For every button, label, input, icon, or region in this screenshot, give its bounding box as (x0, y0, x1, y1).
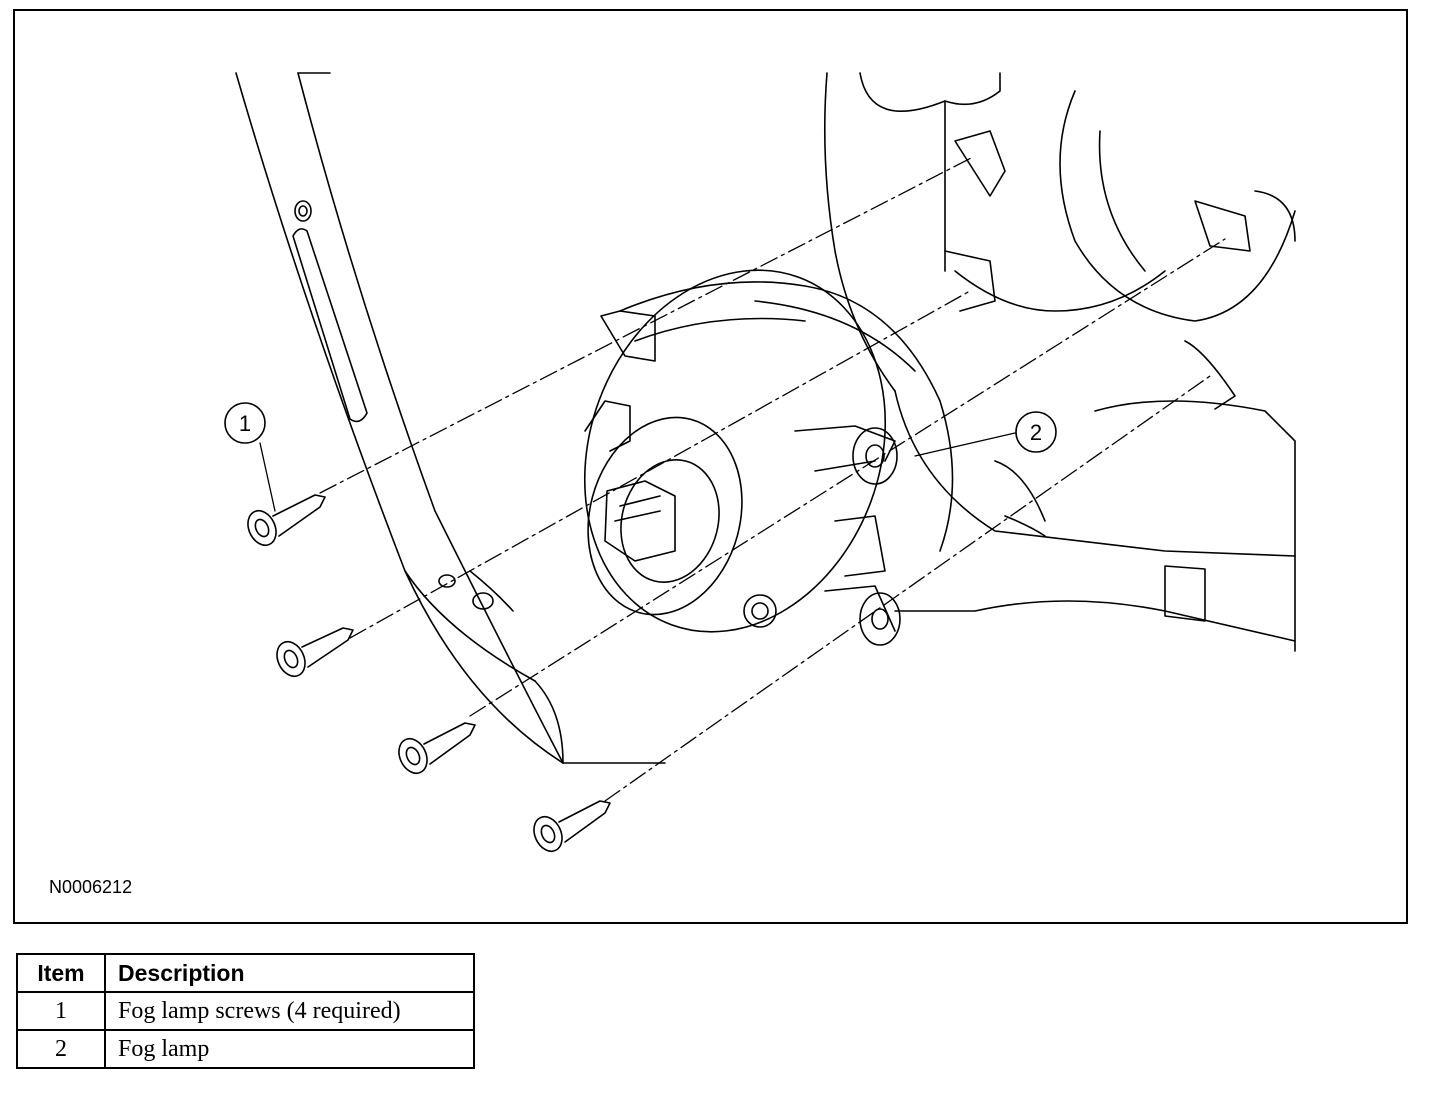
screw-1 (247, 494, 326, 547)
bumper-fascia (235, 72, 666, 764)
legend-item-number: 1 (16, 991, 106, 1031)
callout-2: 2 (1015, 411, 1057, 453)
callout-1-label: 1 (239, 411, 251, 436)
figure-id: N0006212 (49, 877, 133, 897)
fascia-slot (292, 200, 494, 610)
screw-3 (398, 722, 476, 775)
headlamp-opening (1059, 90, 1296, 322)
fog-lamp-exploded-diagram: 1 2 (224, 72, 1296, 853)
legend-item-description: Fog lamp (104, 1029, 475, 1069)
legend-header-row: Item Description (16, 953, 475, 993)
table-row: 2 Fog lamp (16, 1029, 475, 1069)
callout-leaders (259, 432, 1016, 512)
callout-1: 1 (224, 402, 266, 444)
fog-lamp-lens (584, 400, 777, 628)
legend-header-description: Description (104, 953, 475, 993)
mounting-bracket (823, 72, 1296, 652)
screw-4 (533, 800, 611, 853)
screw-alignment-lines (319, 156, 1226, 802)
legend-header-item: Item (16, 953, 106, 993)
legend-table: Item Description 1 Fog lamp screws (4 re… (16, 953, 475, 1069)
table-row: 1 Fog lamp screws (4 required) (16, 991, 475, 1031)
fog-lamp-screws (247, 494, 611, 853)
screw-2 (276, 627, 354, 678)
figure-frame: 1 2 N0006212 (13, 9, 1408, 924)
legend-item-description: Fog lamp screws (4 required) (104, 991, 475, 1031)
mounting-ears (852, 427, 901, 646)
legend-item-number: 2 (16, 1029, 106, 1069)
callout-2-label: 2 (1030, 420, 1042, 445)
